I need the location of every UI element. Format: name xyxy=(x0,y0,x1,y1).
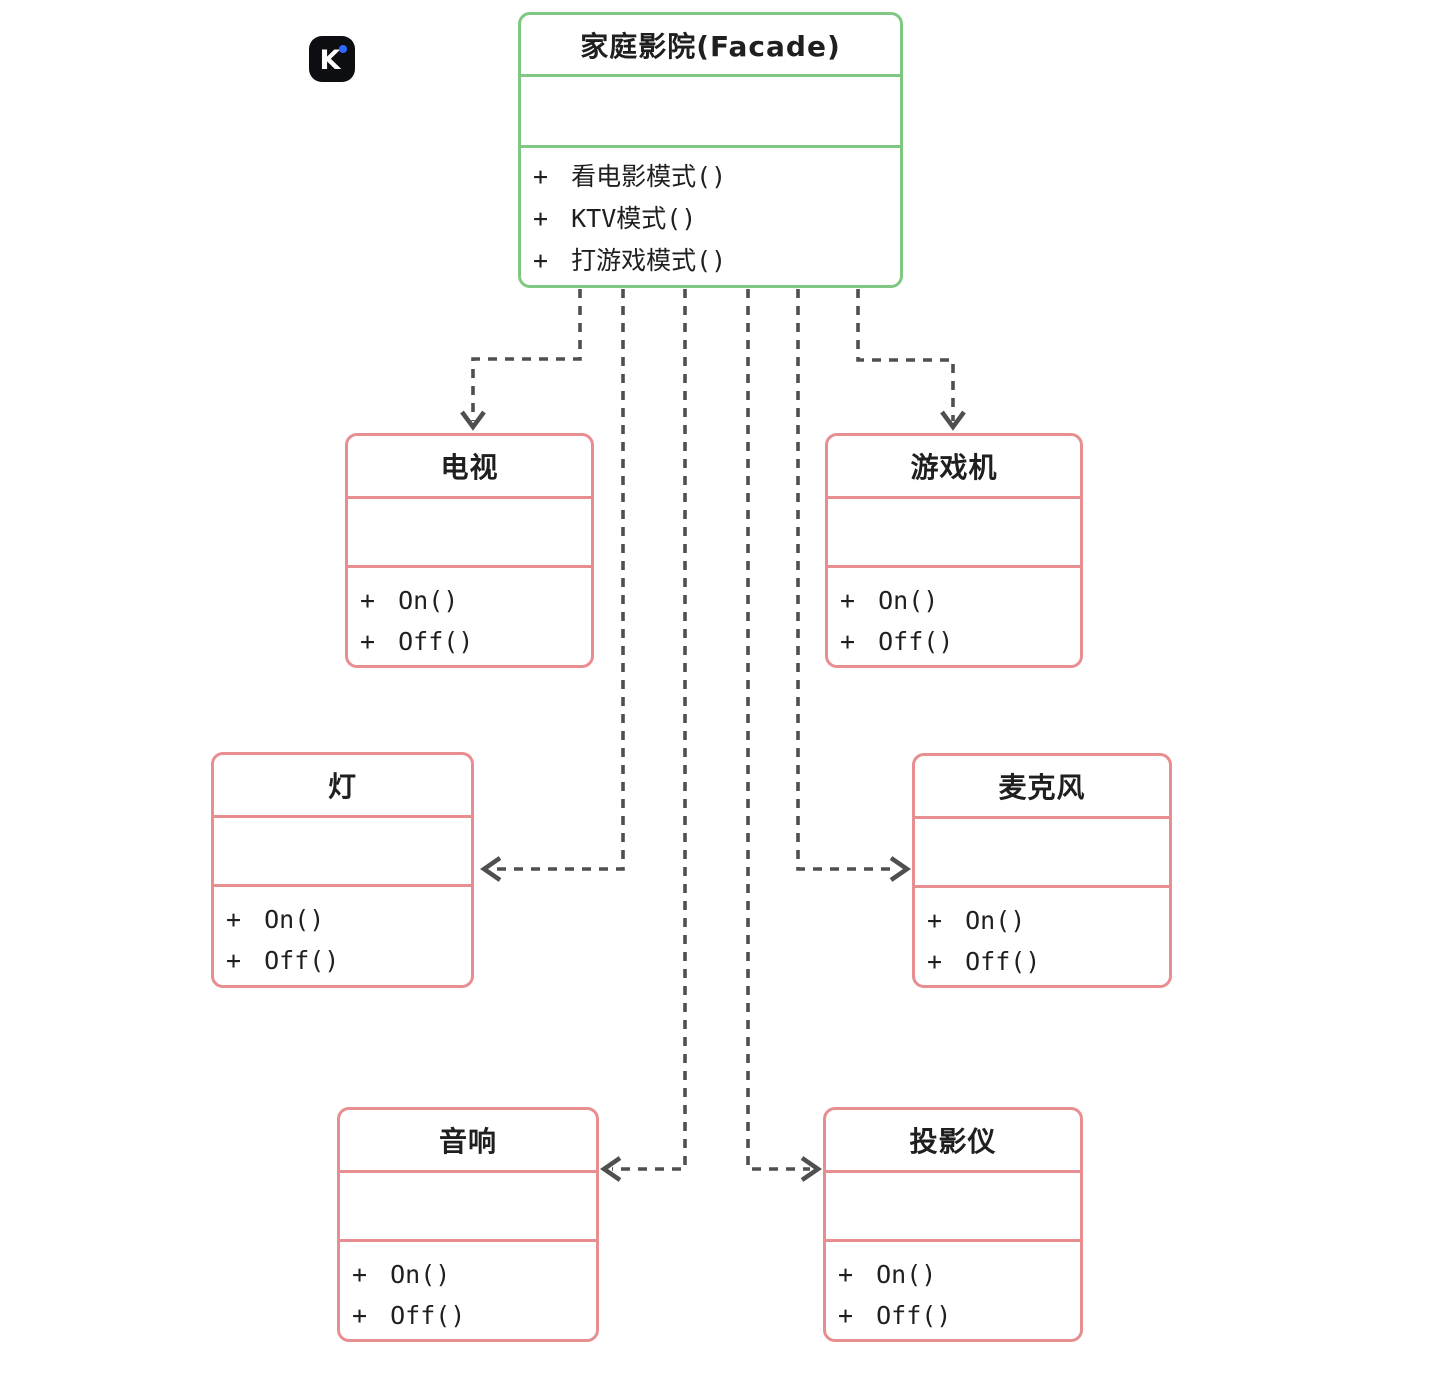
method-item: + On() xyxy=(840,586,939,615)
logo-letter: K xyxy=(319,44,341,76)
connector-facade-to-projector xyxy=(746,289,810,1171)
class-attributes-empty xyxy=(521,74,900,145)
class-attributes-empty xyxy=(340,1170,596,1239)
class-title: 音响 xyxy=(438,1125,497,1158)
class-methods: + On() + Off() xyxy=(214,884,471,985)
class-methods: + On() + Off() xyxy=(915,885,1169,985)
method-item: + On() xyxy=(360,586,459,615)
connector-facade-to-game xyxy=(856,289,955,421)
class-attributes-empty xyxy=(915,816,1169,885)
app-logo: K xyxy=(309,36,355,82)
class-title: 电视 xyxy=(440,451,499,484)
class-box-game: 游戏机 + On() + Off() xyxy=(825,433,1083,668)
class-box-speaker: 音响 + On() + Off() xyxy=(337,1107,599,1342)
method-item: + Off() xyxy=(360,627,474,656)
method-item: + KTV模式() xyxy=(533,204,697,233)
class-methods: + On() + Off() xyxy=(826,1239,1080,1339)
class-title: 投影仪 xyxy=(909,1125,997,1158)
arrowhead-right-mic-icon xyxy=(889,856,911,882)
method-item: + Off() xyxy=(840,627,954,656)
class-attributes-empty xyxy=(826,1170,1080,1239)
arrowhead-left-speaker-icon xyxy=(600,1156,622,1182)
class-title: 麦克风 xyxy=(998,771,1086,804)
class-attributes-empty xyxy=(348,496,591,565)
arrowhead-left-lamp-icon xyxy=(480,856,502,882)
logo-dot-icon xyxy=(339,45,347,53)
arrowhead-right-projector-icon xyxy=(800,1156,822,1182)
method-item: + 看电影模式() xyxy=(533,162,727,191)
class-methods: + On() + Off() xyxy=(828,565,1080,665)
class-methods: + On() + Off() xyxy=(340,1239,596,1339)
class-methods: + 看电影模式() + KTV模式() + 打游戏模式() xyxy=(521,145,900,285)
class-box-mic: 麦克风 + On() + Off() xyxy=(912,753,1172,988)
arrowhead-down-tv-icon xyxy=(460,410,486,431)
method-item: + On() xyxy=(226,905,325,934)
class-attributes-empty xyxy=(214,815,471,884)
method-item: + On() xyxy=(927,906,1026,935)
class-title: 游戏机 xyxy=(910,451,998,484)
method-item: + Off() xyxy=(352,1301,466,1330)
method-item: + 打游戏模式() xyxy=(533,246,727,275)
method-item: + Off() xyxy=(927,947,1041,976)
class-title: 家庭影院(Facade) xyxy=(580,29,841,63)
class-box-tv: 电视 + On() + Off() xyxy=(345,433,594,668)
class-box-facade: 家庭影院(Facade) + 看电影模式() + KTV模式() + 打游戏模式… xyxy=(518,12,903,288)
method-item: + Off() xyxy=(838,1301,952,1330)
class-box-lamp: 灯 + On() + Off() xyxy=(211,752,474,988)
arrowhead-down-game-icon xyxy=(940,410,966,431)
method-item: + On() xyxy=(838,1260,937,1289)
method-item: + On() xyxy=(352,1260,451,1289)
connector-facade-to-tv xyxy=(471,289,582,421)
class-attributes-empty xyxy=(828,496,1080,565)
connector-facade-to-speaker xyxy=(612,289,687,1171)
class-box-projector: 投影仪 + On() + Off() xyxy=(823,1107,1083,1342)
class-title: 灯 xyxy=(327,770,357,803)
method-item: + Off() xyxy=(226,946,340,975)
class-methods: + On() + Off() xyxy=(348,565,591,665)
